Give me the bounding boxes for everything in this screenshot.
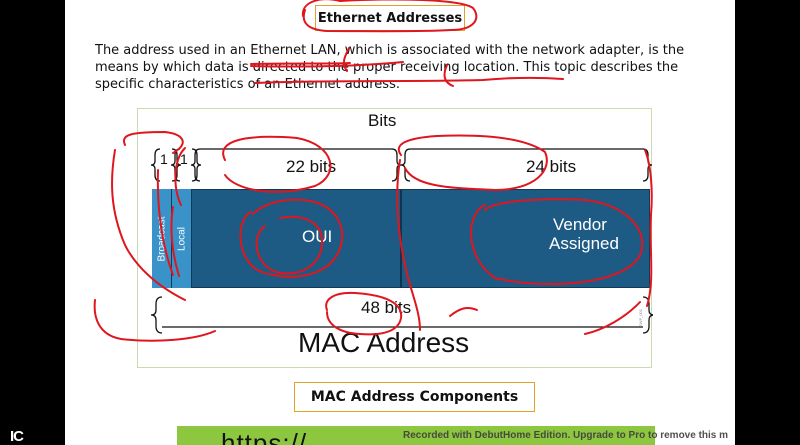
total-bit-count: 48 bits [361,298,412,317]
slide-canvas: Ethernet Addresses The address used in a… [65,0,735,445]
mac-components-box: MAC Address Components [294,382,535,412]
oui-label: OUI [302,227,333,246]
url-text: https:// [221,428,308,445]
oui-bit-count: 22 bits [286,157,337,176]
broadcast-field: Broadcast [152,189,172,288]
oui-vendor-divider [400,189,402,288]
vendor-bit-count: 24 bits [526,157,577,176]
intro-paragraph: The address used in an Ethernet LAN, whi… [95,43,685,92]
bits-title: Bits [368,111,397,130]
mac-address-label: MAC Address [298,327,470,358]
vendor-label-line2: Assigned [549,234,619,253]
recording-watermark: Recorded with DebutHome Edition. Upgrade… [403,430,729,441]
local-field: Local [172,189,192,288]
diagram-code: SWP_001 [638,308,643,327]
vendor-label-line1: Vendor [553,215,607,234]
broadcast-label: Broadcast [156,215,167,262]
mac-address-diagram: Bits 1 1 22 bits 24 bits Broadc [137,108,653,368]
local-bit-count: 1 [180,151,188,167]
broadcast-bit-count: 1 [160,151,168,167]
slide-title: Ethernet Addresses [315,5,465,31]
url-banner: https:// [177,426,655,445]
recorder-logo: IC [10,428,24,445]
local-label: Local [176,226,187,251]
